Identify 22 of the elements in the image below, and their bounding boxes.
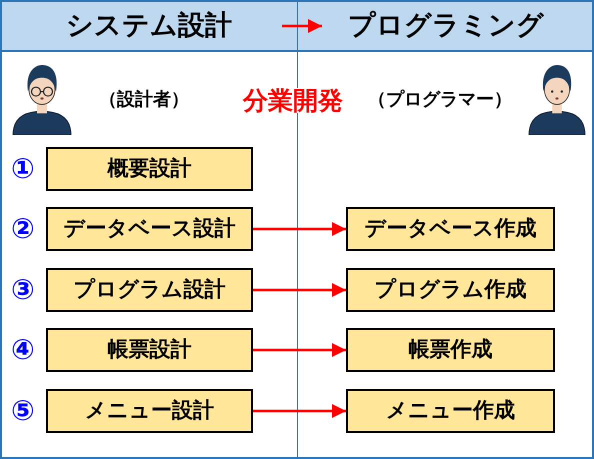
heading-text: 分業開発 [241, 88, 345, 113]
step-number: ④ [11, 336, 35, 364]
role-label: （プログラマー） [368, 91, 512, 109]
process-box: データベース作成 [346, 207, 555, 251]
arrow [253, 283, 346, 297]
process-box: 概要設計 [46, 147, 253, 191]
arrow [253, 343, 346, 357]
process-box: 帳票作成 [346, 328, 555, 372]
step-number: ② [11, 215, 35, 243]
process-box: メニュー設計 [46, 389, 253, 433]
process-box: メニュー作成 [346, 389, 555, 433]
role-label: （設計者） [99, 91, 189, 109]
arrow [282, 19, 322, 33]
step-number: ① [11, 155, 35, 183]
arrow [253, 404, 346, 418]
arrow [253, 222, 346, 236]
process-box: プログラム設計 [46, 268, 253, 312]
process-box: 帳票設計 [46, 328, 253, 372]
process-box: プログラム作成 [346, 268, 555, 312]
step-number: ③ [11, 276, 35, 304]
process-box: データベース設計 [46, 207, 253, 251]
step-number: ⑤ [11, 397, 35, 425]
